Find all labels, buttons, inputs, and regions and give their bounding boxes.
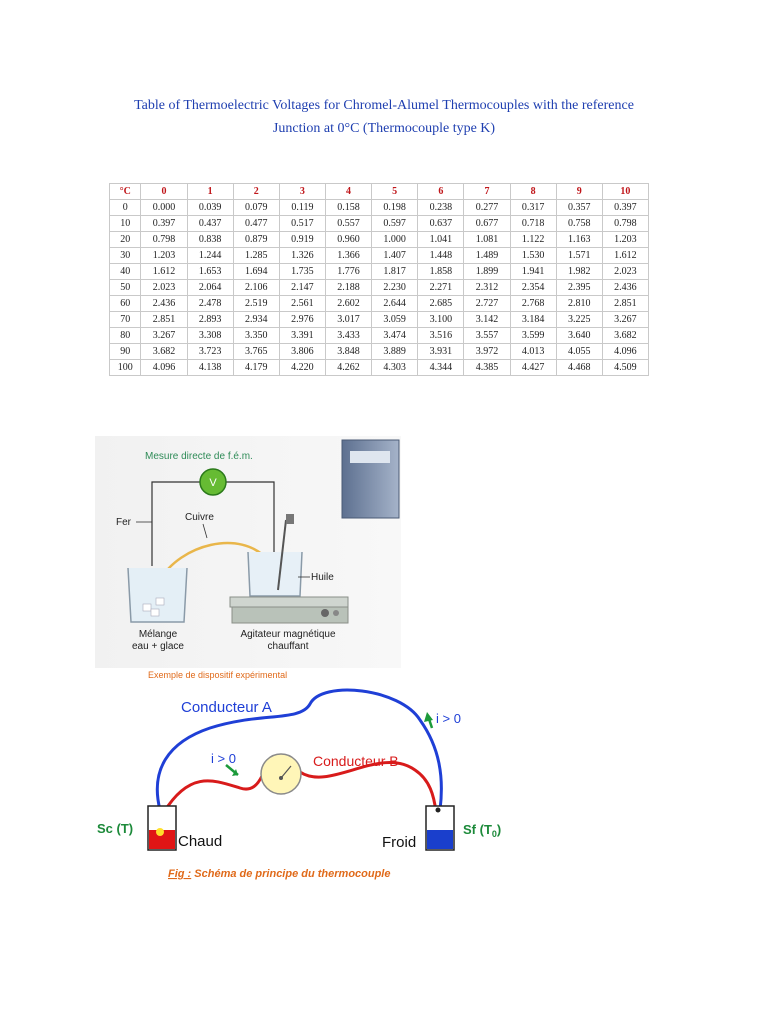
huile-label: Huile	[311, 572, 334, 583]
cold-junction-point	[435, 807, 441, 813]
agitateur-label-1: Agitateur magnétique	[240, 629, 336, 640]
hot-junction-fill	[149, 830, 175, 849]
chaud-label: Chaud	[178, 833, 222, 850]
probe-head-icon	[286, 514, 294, 524]
table-cell: 4.468	[555, 359, 603, 376]
current-b-label: i > 0	[211, 751, 236, 766]
hotplate-knob-icon	[333, 610, 339, 616]
table-title-line2: Junction at 0°C (Thermocouple type K)	[272, 121, 496, 136]
ice-cube-icon	[142, 603, 152, 612]
experiment-heading: Mesure directe de f.é.m.	[145, 451, 253, 462]
conductor-a-wire	[155, 688, 443, 811]
experiment-figure: Mesure directe de f.é.m. V Fer Cuivre Hu…	[95, 436, 401, 680]
table-title-line1: Table of Thermoelectric Voltages for Chr…	[134, 98, 634, 113]
table-cell: 4.509	[601, 359, 650, 376]
hot-spot-icon	[156, 828, 164, 836]
current-arrowhead-a-icon	[424, 712, 433, 722]
thermocouple-schema: Conducteur A Conducteur B i > 0 i > 0 Sc…	[97, 688, 501, 880]
table-cell: 3.682	[601, 327, 650, 344]
sf-label: Sf (T0)	[463, 822, 501, 839]
voltmeter-label: V	[209, 477, 217, 489]
table-cell: 4.138	[186, 359, 234, 376]
fer-label: Fer	[116, 517, 132, 528]
thermometer-probe-icon	[277, 519, 287, 591]
melange-label-2: eau + glace	[132, 641, 184, 652]
current-arrowhead-b-icon	[232, 769, 238, 776]
froid-label: Froid	[382, 834, 416, 851]
sc-label: Sc (T)	[97, 821, 133, 836]
cold-junction-fill	[427, 830, 453, 849]
galvanometer-icon	[260, 753, 302, 795]
ice-cube-icon	[155, 597, 165, 606]
agitateur-label-2: chauffant	[268, 641, 309, 652]
wire-right	[226, 481, 275, 560]
hotplate-body-icon	[231, 606, 349, 624]
conducteur-a-label: Conducteur A	[181, 699, 272, 716]
cuivre-leader	[202, 523, 208, 539]
voltmeter-icon	[199, 468, 227, 496]
conductor-b-wire-left	[162, 775, 264, 813]
table-cell: 4.303	[371, 359, 419, 376]
current-a-label: i > 0	[436, 711, 461, 726]
oil-beaker-icon	[247, 551, 303, 597]
conducteur-b-label: Conducteur B	[313, 753, 399, 769]
table-row-header: 0	[108, 199, 142, 216]
galvanometer-pivot	[279, 776, 283, 780]
digital-meter-display	[350, 451, 390, 463]
hotplate-top-icon	[229, 596, 349, 608]
experiment-caption: Exemple de dispositif expérimental	[148, 670, 287, 680]
conductor-b-wire-right	[299, 760, 438, 813]
wire-left	[151, 481, 200, 566]
ice-cube-icon	[150, 608, 160, 617]
cuivre-label: Cuivre	[185, 512, 214, 523]
schema-caption: Fig : Schéma de principe du thermocouple	[168, 868, 390, 880]
hotplate-knob-icon	[321, 609, 329, 617]
table-row-header: 100	[108, 359, 142, 376]
melange-label-1: Mélange	[139, 629, 178, 640]
galvanometer-needle	[280, 765, 292, 779]
